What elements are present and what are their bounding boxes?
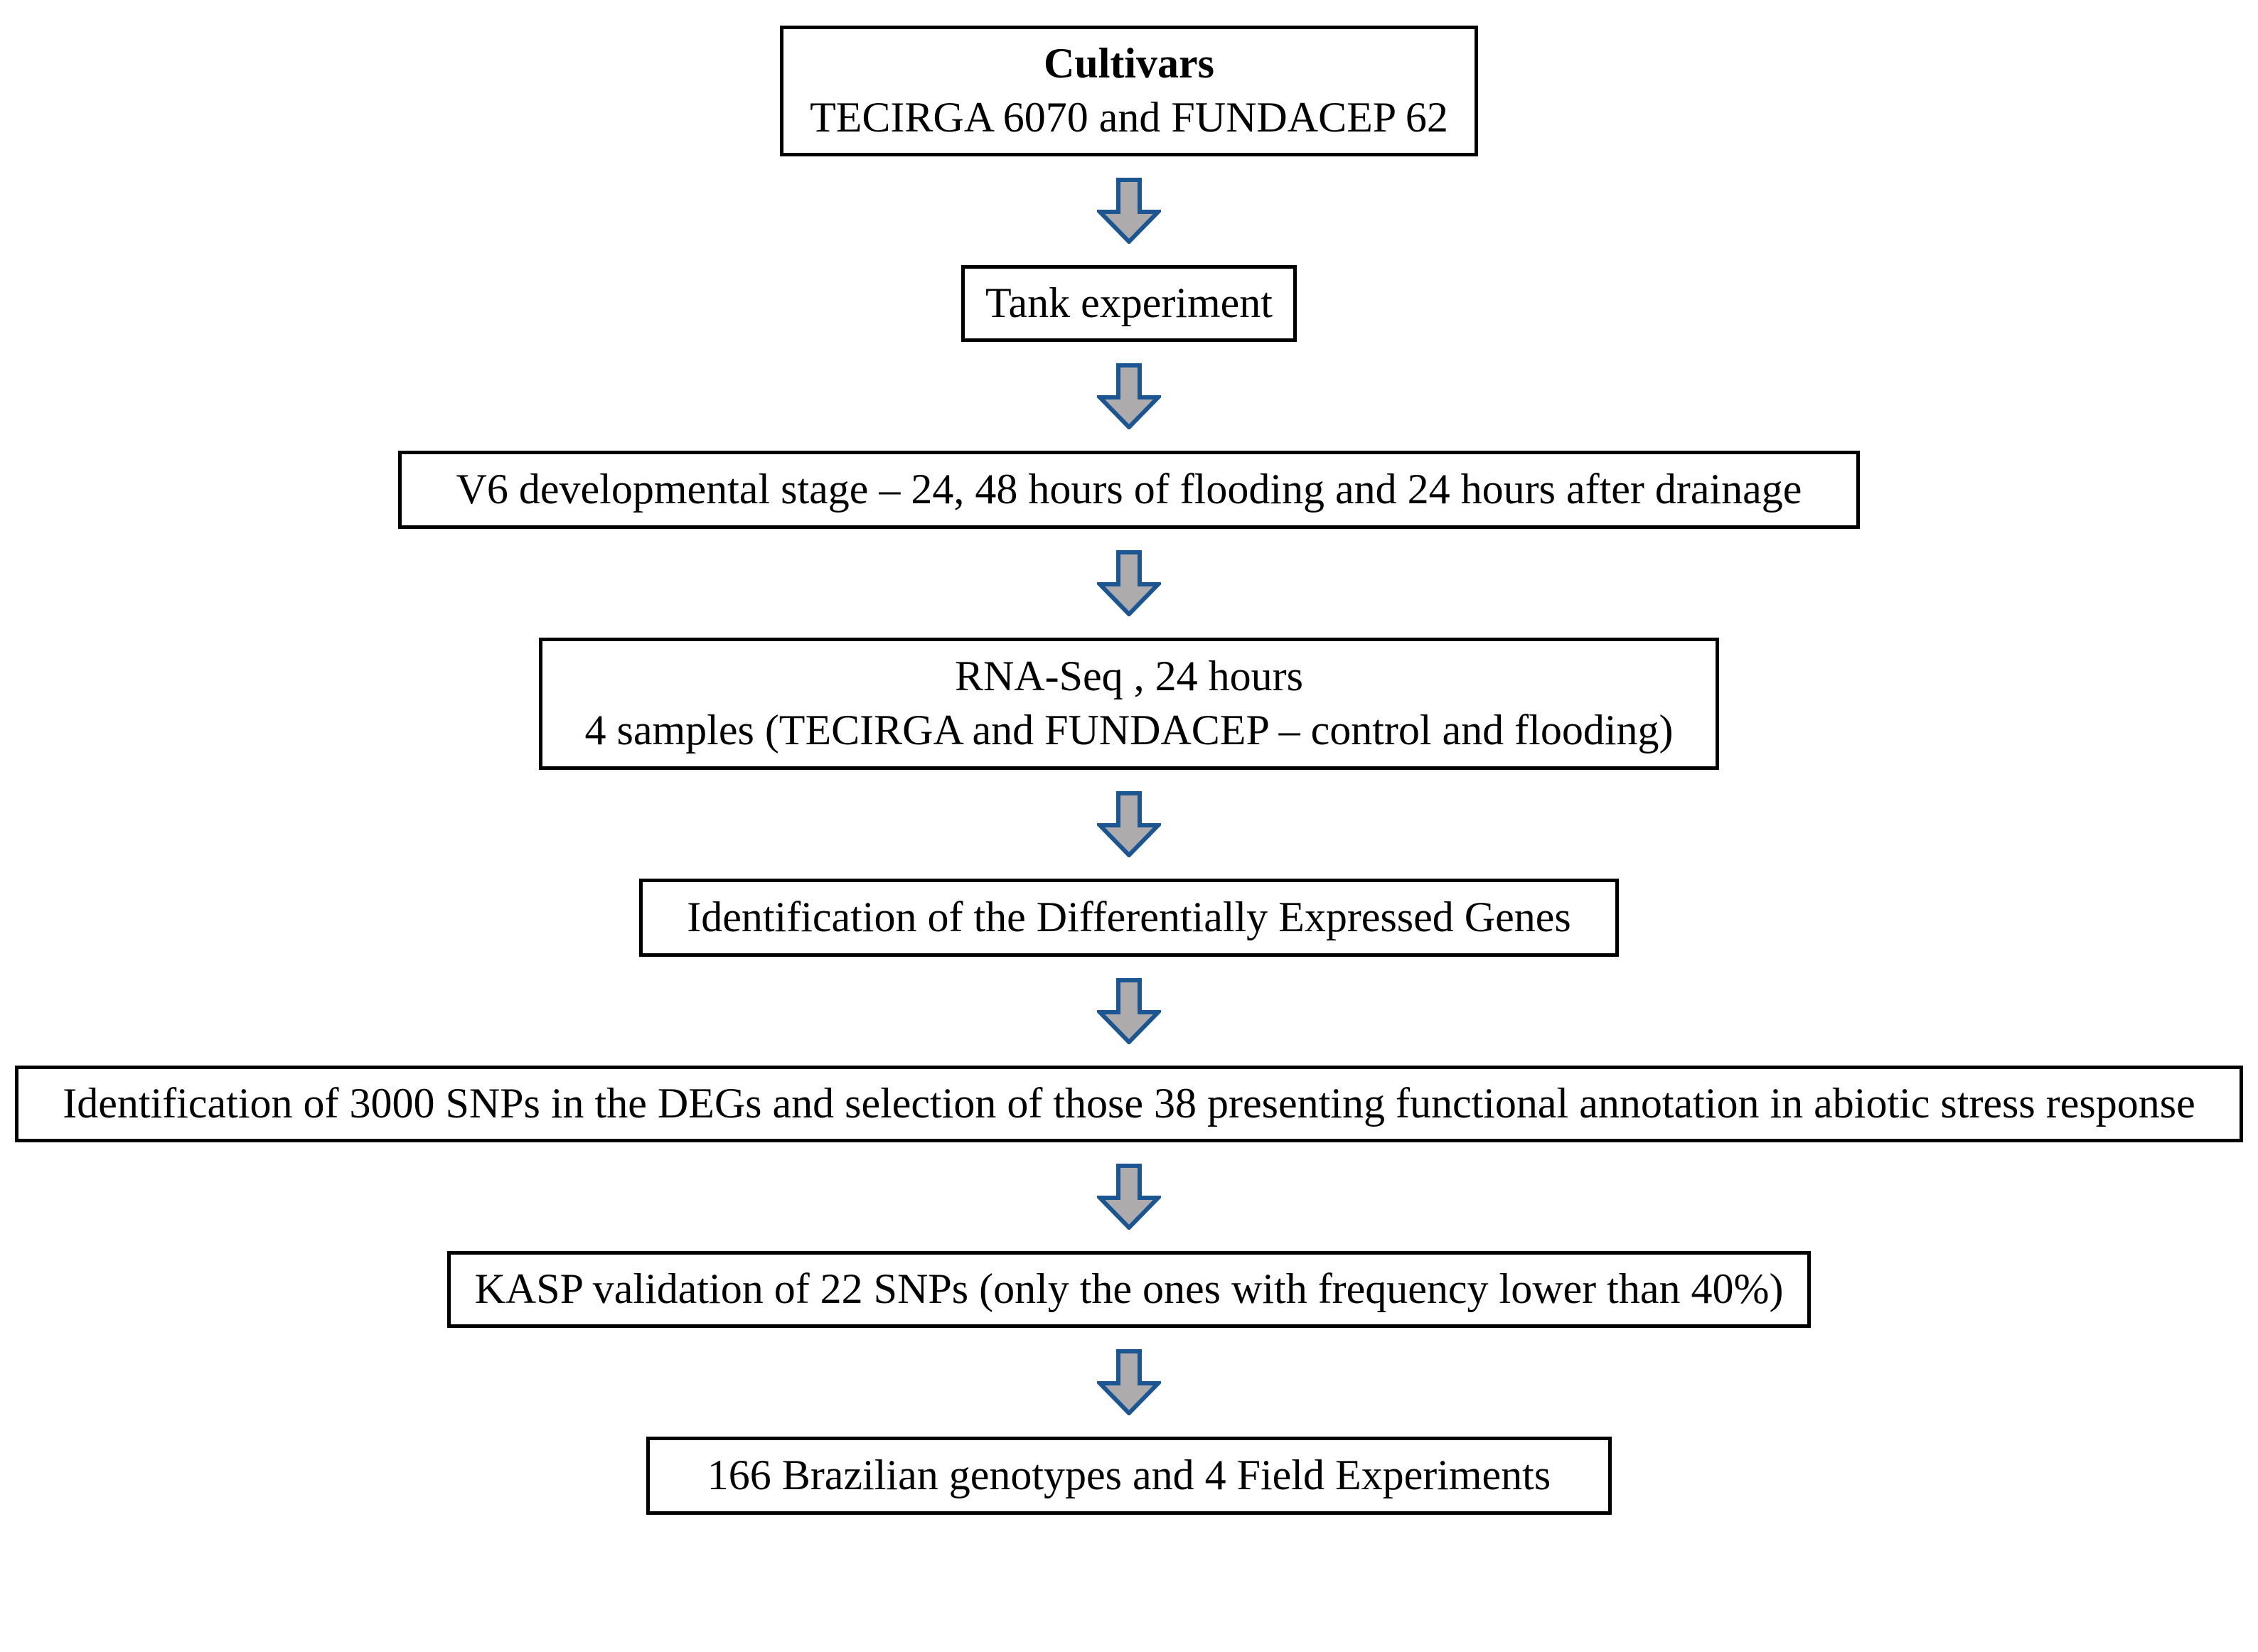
- flow-node-v6-developmental-stage: V6 developmental stage – 24, 48 hours of…: [398, 451, 1860, 529]
- connector-arrow-4: [1097, 791, 1161, 857]
- flow-node-v6-developmental-stage-line-1: V6 developmental stage – 24, 48 hours of…: [456, 466, 1802, 513]
- connector-arrow-5: [1097, 978, 1161, 1044]
- down-block-arrow-icon: [1097, 1349, 1161, 1415]
- down-block-arrow-icon: [1097, 1164, 1161, 1230]
- down-block-arrow-icon: [1097, 550, 1161, 616]
- connector-arrow-7: [1097, 1349, 1161, 1415]
- flow-node-field-experiments: 166 Brazilian genotypes and 4 Field Expe…: [646, 1437, 1612, 1515]
- flow-node-cultivars-line-2: TECIRGA 6070 and FUNDACEP 62: [810, 94, 1448, 141]
- connector-arrow-1: [1097, 178, 1161, 244]
- down-block-arrow-icon: [1097, 978, 1161, 1044]
- down-block-arrow-icon: [1097, 791, 1161, 857]
- flow-node-tank-experiment: Tank experiment: [961, 265, 1297, 342]
- connector-arrow-6: [1097, 1164, 1161, 1230]
- flow-node-identification-degs-line-1: Identification of the Differentially Exp…: [687, 894, 1571, 941]
- down-block-arrow-icon: [1097, 178, 1161, 244]
- flow-node-identification-snps-line-1: Identification of 3000 SNPs in the DEGs …: [63, 1080, 2195, 1127]
- flow-node-cultivars-line-1: Cultivars: [1044, 40, 1214, 87]
- flow-node-identification-degs: Identification of the Differentially Exp…: [639, 879, 1619, 957]
- flow-node-rna-seq-line-1: RNA-Seq , 24 hours: [955, 653, 1303, 700]
- flow-node-cultivars: Cultivars TECIRGA 6070 and FUNDACEP 62: [780, 26, 1478, 156]
- flow-node-tank-experiment-line-1: Tank experiment: [985, 279, 1273, 327]
- flow-node-kasp-validation-line-1: KASP validation of 22 SNPs (only the one…: [474, 1265, 1784, 1313]
- connector-arrow-3: [1097, 550, 1161, 616]
- connector-arrow-2: [1097, 363, 1161, 429]
- flow-node-identification-snps: Identification of 3000 SNPs in the DEGs …: [15, 1066, 2243, 1142]
- flow-node-rna-seq-line-2: 4 samples (TECIRGA and FUNDACEP – contro…: [584, 707, 1674, 753]
- flow-node-field-experiments-line-1: 166 Brazilian genotypes and 4 Field Expe…: [707, 1452, 1551, 1499]
- flow-node-kasp-validation: KASP validation of 22 SNPs (only the one…: [447, 1251, 1811, 1328]
- flow-node-rna-seq: RNA-Seq , 24 hours 4 samples (TECIRGA an…: [539, 638, 1719, 770]
- down-block-arrow-icon: [1097, 363, 1161, 429]
